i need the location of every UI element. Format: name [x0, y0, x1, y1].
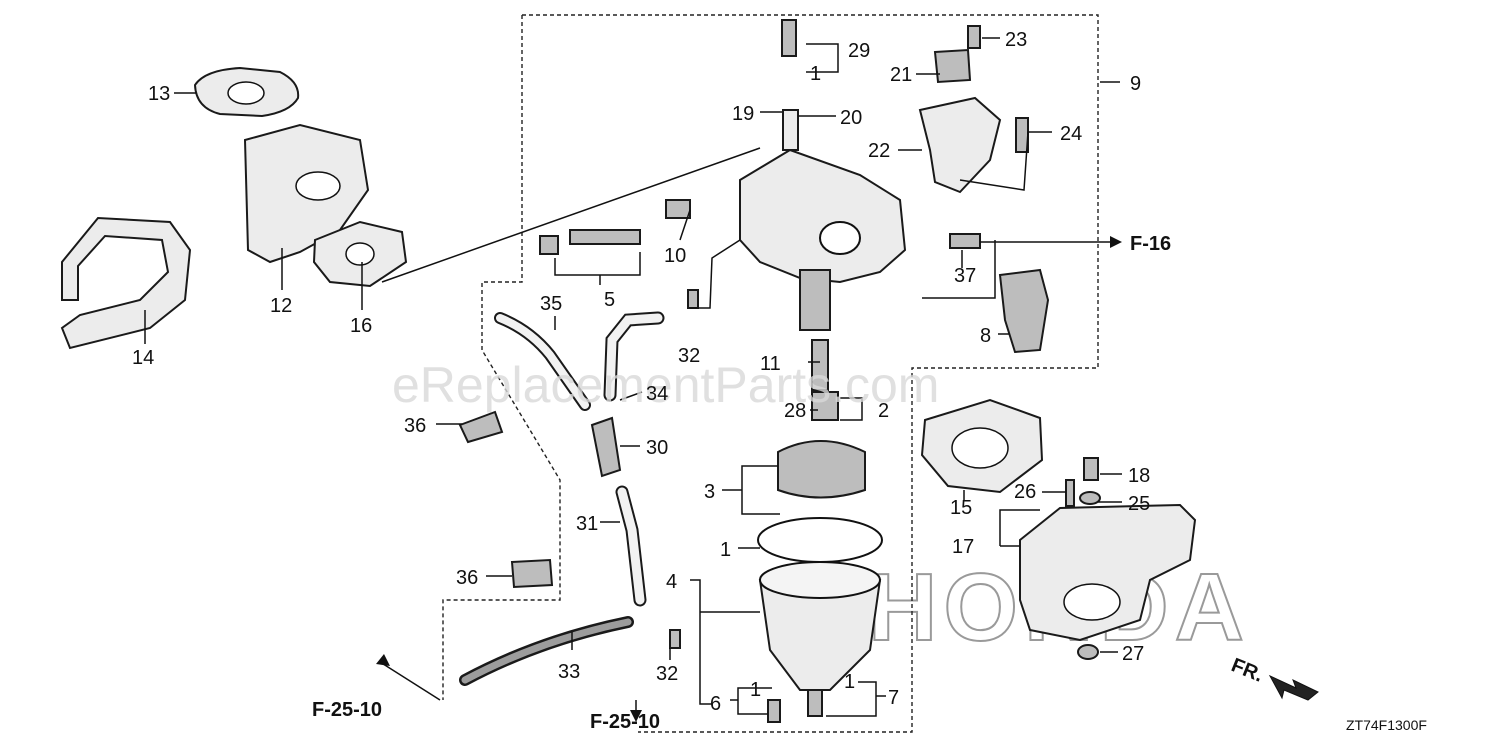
callout-33: 33: [558, 661, 580, 683]
callout-23: 23: [1005, 29, 1027, 51]
callout-26: 26: [1014, 481, 1036, 503]
callout-17: 17: [952, 536, 974, 558]
ref-f-16: F-16: [1130, 233, 1171, 255]
callout-13: 13: [148, 83, 170, 105]
callout-30: 30: [646, 437, 668, 459]
callout-31: 31: [576, 513, 598, 535]
callout-10: 10: [664, 245, 686, 267]
screw-18: [1083, 457, 1099, 481]
callout-1-mid: 1: [720, 539, 731, 561]
choke-lever-22: [918, 96, 1002, 194]
diagram-code: ZT74F1300F: [1346, 717, 1427, 733]
washer-25: [1079, 491, 1101, 505]
watermark-text: eReplacementParts.com: [392, 357, 939, 413]
carburetor-body: [739, 109, 907, 331]
spring-26: [1065, 479, 1075, 507]
callout-1-top: 1: [810, 63, 821, 85]
callout-18: 18: [1128, 465, 1150, 487]
bolt-6: [767, 699, 781, 723]
float-chamber-4: [757, 517, 883, 691]
callout-14: 14: [132, 347, 154, 369]
callout-1-lower-left: 1: [750, 679, 761, 701]
screw-29: [781, 19, 797, 57]
callout-24: 24: [1060, 123, 1082, 145]
callout-15: 15: [950, 497, 972, 519]
callout-16: 16: [350, 315, 372, 337]
front-arrow: FR.: [1228, 654, 1319, 701]
gasket-13: [193, 66, 300, 118]
nut-27: [1077, 644, 1099, 660]
front-label: FR.: [1228, 654, 1266, 686]
valve-8: [998, 268, 1050, 354]
clip-36-lower: [510, 558, 554, 589]
assembly-boundary: [522, 14, 1099, 733]
callout-5: 5: [604, 289, 615, 311]
callout-3: 3: [704, 481, 715, 503]
gasket-14: [60, 216, 192, 350]
screw-23: [967, 25, 981, 49]
callout-7: 7: [888, 687, 899, 709]
callout-29: 29: [848, 40, 870, 62]
screw-24: [1015, 117, 1029, 153]
callout-37: 37: [954, 265, 976, 287]
screw-10: [665, 199, 691, 219]
nut-5: [539, 235, 559, 255]
jet-11: [811, 339, 829, 391]
callout-25: 25: [1128, 493, 1150, 515]
callout-32-upper: 32: [678, 345, 700, 367]
callout-11: 11: [760, 353, 781, 375]
callout-20: 20: [840, 107, 862, 129]
callout-28: 28: [784, 400, 806, 422]
callout-9: 9: [1130, 73, 1141, 95]
joint-30: [590, 416, 622, 478]
needle-5: [569, 229, 641, 245]
callout-21: 21: [890, 64, 912, 86]
callout-34: 34: [646, 383, 668, 405]
clip-36-upper: [458, 410, 504, 444]
assembly-boundary-left: [442, 15, 561, 700]
cap-21: [933, 48, 972, 84]
callout-2: 2: [878, 400, 889, 422]
callout-4: 4: [666, 571, 677, 593]
callout-35: 35: [540, 293, 562, 315]
gasket-16: [312, 220, 408, 288]
float-3: [777, 440, 866, 499]
callout-22: 22: [868, 140, 890, 162]
ref-f-25-10-left: F-25-10: [312, 699, 382, 721]
screw-37: [949, 233, 981, 249]
callout-8: 8: [980, 325, 991, 347]
insulator-12: [243, 123, 370, 264]
clip-32-upper: [687, 289, 699, 309]
leader-lines: [144, 37, 1122, 722]
callout-12: 12: [270, 295, 292, 317]
callout-36-upper: 36: [404, 415, 426, 437]
bolt-7: [807, 689, 823, 717]
bracket-17: [1019, 503, 1197, 642]
callout-36-lower: 36: [456, 567, 478, 589]
connection-line: [381, 147, 761, 283]
ref-f-25-10-right: F-25-10: [590, 711, 660, 733]
jet-28: [811, 391, 839, 421]
callout-19: 19: [732, 103, 754, 125]
callout-32-lower: 32: [656, 663, 678, 685]
bracket-line-37: [922, 240, 996, 299]
callout-6: 6: [710, 693, 721, 715]
callout-27: 27: [1122, 643, 1144, 665]
clip-32-lower: [669, 629, 681, 649]
gasket-15: [920, 398, 1044, 494]
callout-1-lower-right: 1: [844, 671, 855, 693]
